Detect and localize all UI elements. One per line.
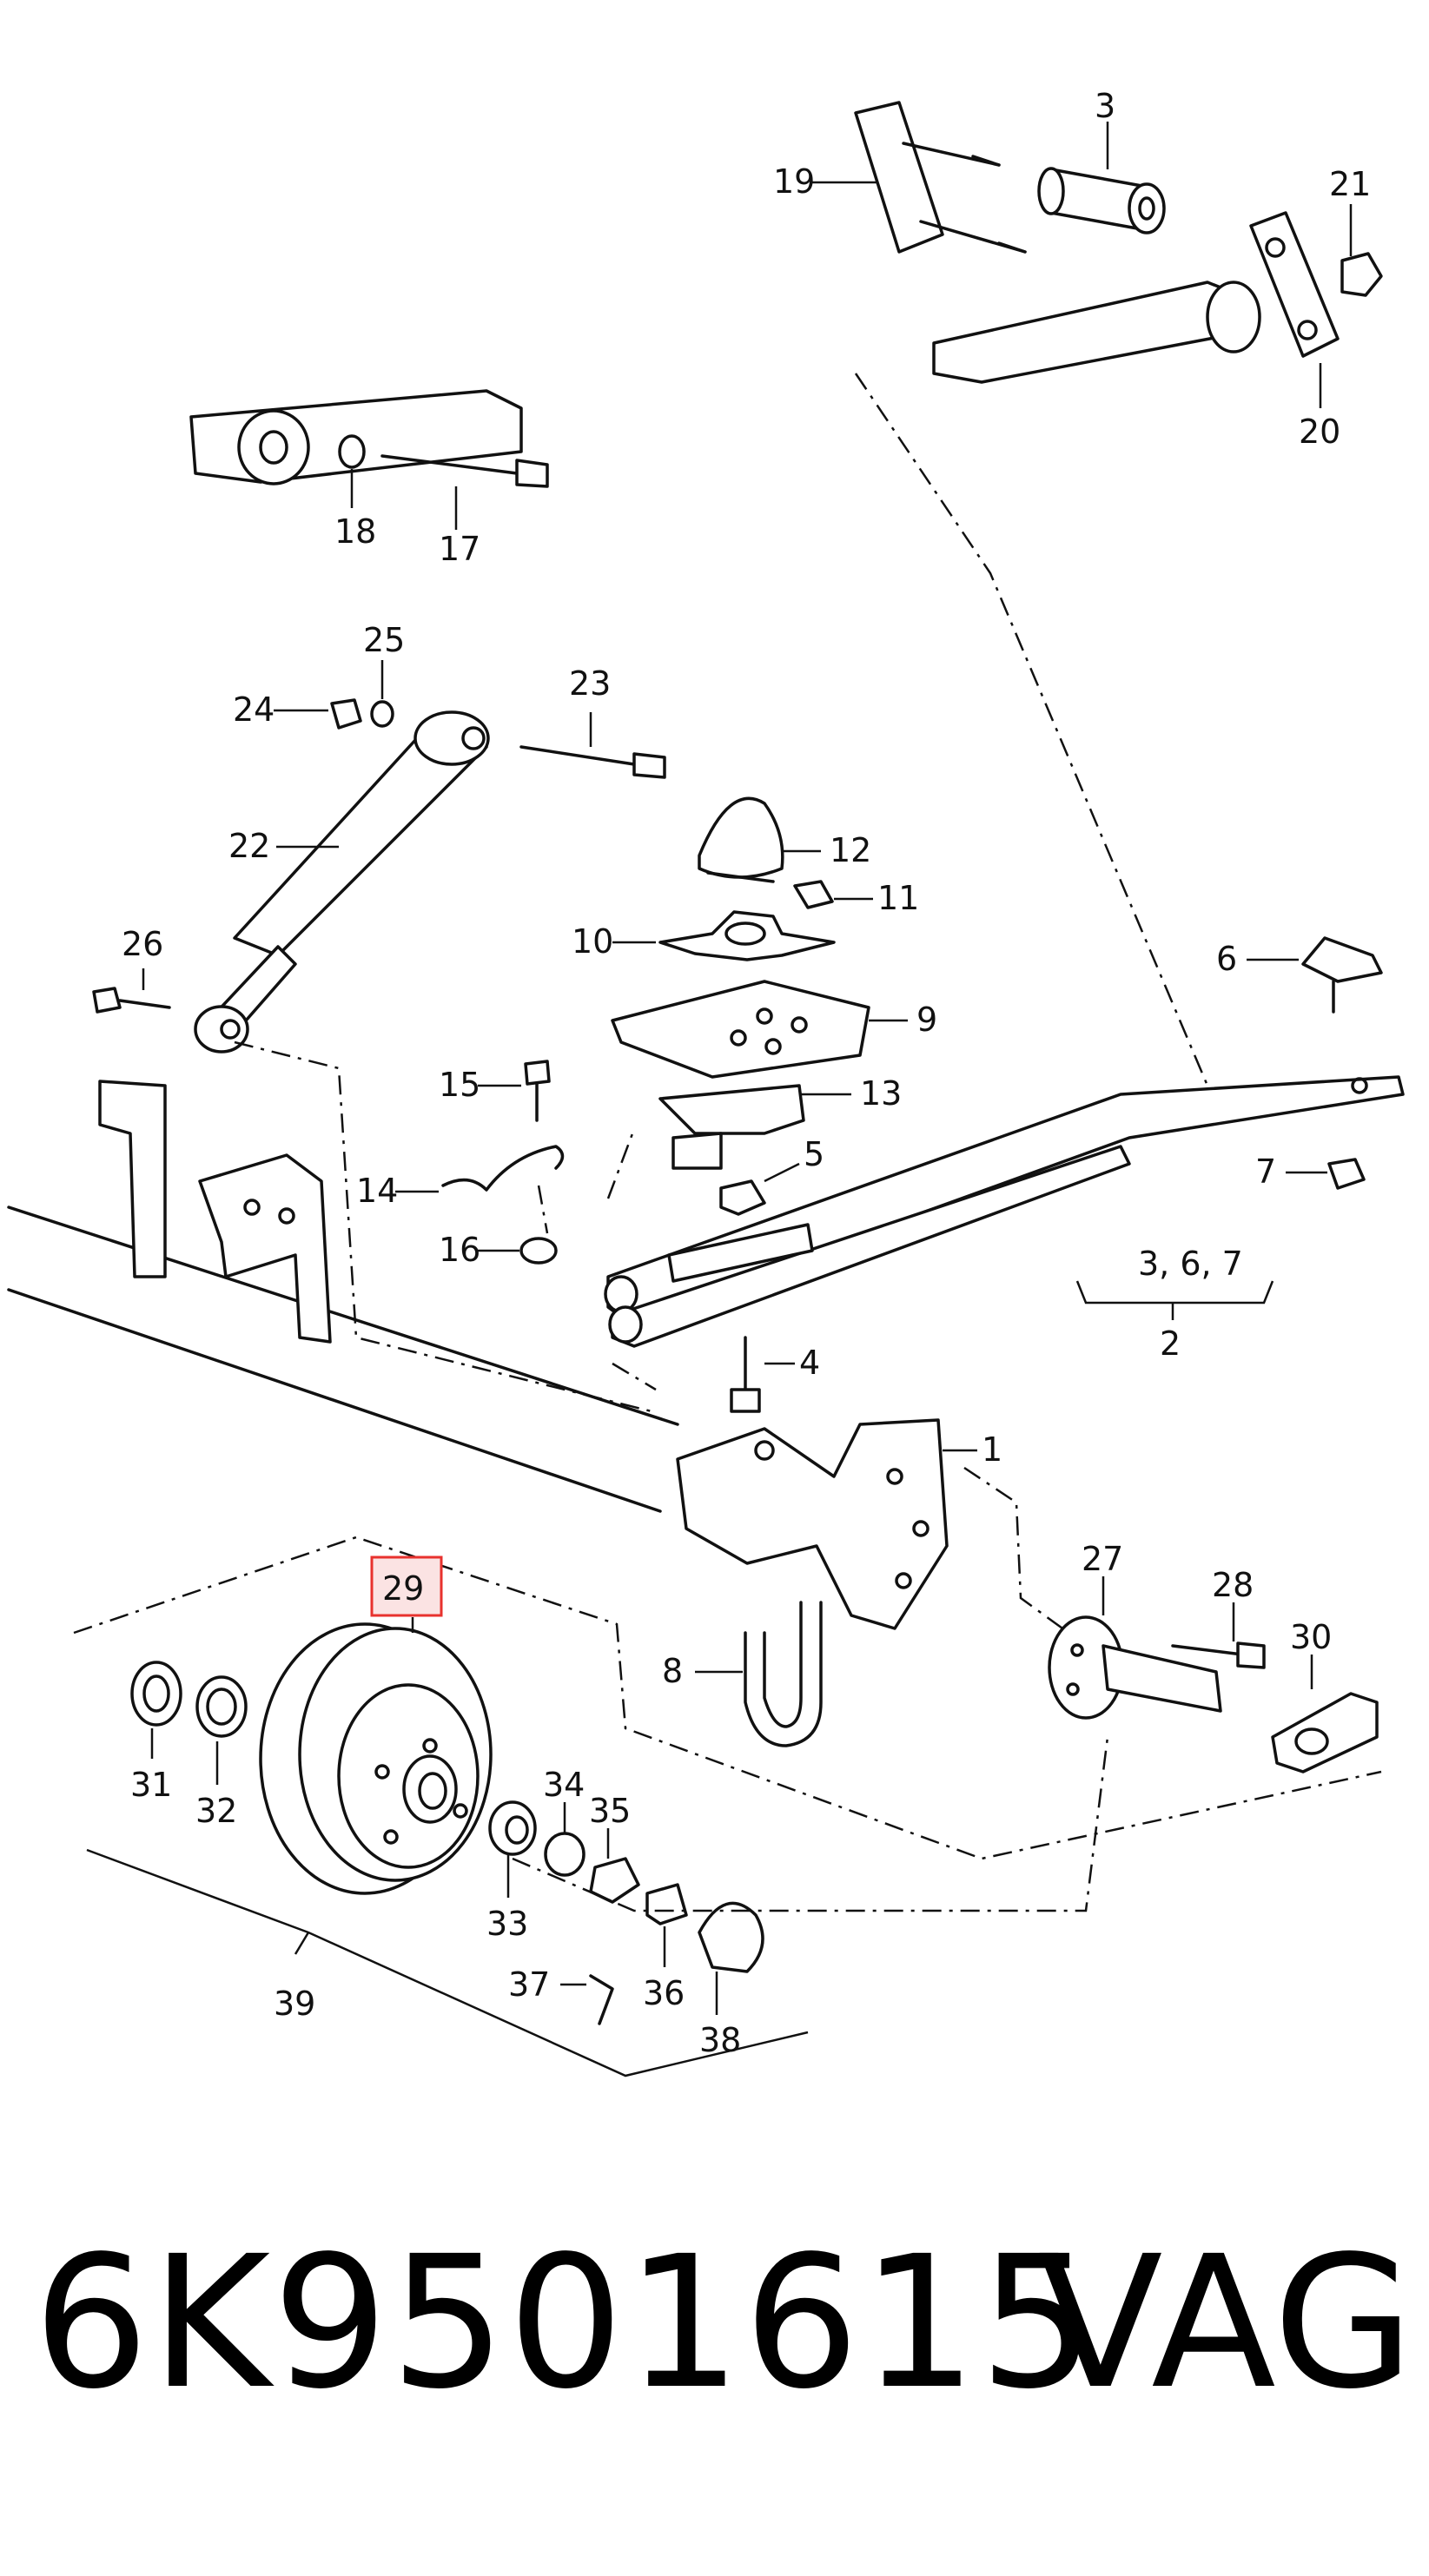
- nut-11: [793, 880, 834, 909]
- callout-8: 8: [662, 1652, 683, 1690]
- u-bolt-8: [744, 1601, 823, 1747]
- nut-24: [330, 698, 362, 730]
- part-number: 6K9501615: [33, 2216, 1097, 2429]
- washer-25: [370, 700, 394, 728]
- callout-34: 34: [543, 1766, 585, 1804]
- callout-25: 25: [363, 621, 405, 659]
- washer-18: [338, 434, 366, 469]
- callout-18: 18: [334, 512, 376, 551]
- callout-23: 23: [569, 664, 611, 703]
- callout-35: 35: [589, 1792, 631, 1830]
- shock-absorber-22: [194, 710, 490, 1054]
- leaf-spring-2: [604, 1075, 1405, 1348]
- callout-6: 6: [1216, 940, 1237, 978]
- washer-34: [544, 1832, 585, 1877]
- callout-11: 11: [877, 879, 919, 917]
- nut-5: [719, 1179, 766, 1216]
- nut-16: [519, 1237, 558, 1265]
- dust-cap-38: [698, 1901, 764, 1973]
- bearing-33: [488, 1800, 537, 1856]
- callout-19: 19: [773, 162, 815, 201]
- callout-1: 1: [982, 1430, 1002, 1469]
- shackle-plate-19: [854, 101, 1027, 254]
- shackle-plate-20: [1249, 211, 1340, 358]
- callout-24: 24: [233, 690, 275, 729]
- callout-22: 22: [228, 827, 270, 865]
- seal-31: [130, 1661, 182, 1727]
- callout-20: 20: [1299, 413, 1340, 451]
- callout-33: 33: [486, 1905, 528, 1943]
- leader-lines: [142, 122, 1353, 2015]
- callout-26: 26: [122, 925, 163, 963]
- nut-21: [1340, 252, 1383, 297]
- callout-32: 32: [195, 1792, 237, 1830]
- callout-12: 12: [830, 831, 871, 869]
- stop-plate-10: [658, 910, 836, 961]
- bump-stop-12: [698, 796, 784, 883]
- callout-21: 21: [1329, 165, 1371, 203]
- spring-leaf-front: [932, 281, 1261, 384]
- nut-7: [1327, 1158, 1366, 1190]
- bolt-23: [519, 745, 666, 779]
- callout-17: 17: [439, 530, 480, 568]
- frame-rail: [7, 1080, 679, 1513]
- callout-27: 27: [1082, 1540, 1123, 1578]
- clamp-plate-9: [611, 980, 870, 1079]
- bearing-32: [195, 1675, 248, 1738]
- highlight-box: [370, 1556, 443, 1617]
- callout-31: 31: [130, 1766, 172, 1804]
- callout-14: 14: [356, 1172, 398, 1210]
- callout-labels: 3 19 21 20 18 17 25 24 23 22 12 11 26 10…: [122, 87, 1371, 2059]
- callout-39: 39: [274, 1985, 315, 2023]
- rubber-bushing-3: [1037, 167, 1166, 234]
- callout-38: 38: [699, 2021, 741, 2059]
- brake-drum-29: [259, 1622, 493, 1895]
- clip-6: [1301, 936, 1383, 1014]
- callout-16: 16: [439, 1231, 480, 1269]
- callout-3-6-7: 3, 6, 7: [1138, 1245, 1243, 1283]
- callout-37: 37: [508, 1965, 550, 2004]
- callout-29: 29: [382, 1569, 424, 1608]
- bolt-26: [92, 987, 171, 1014]
- stub-axle-27: [1048, 1615, 1222, 1720]
- bolt-17: [380, 454, 549, 488]
- exploded-parts-diagram: .p { fill: none; stroke: #111; stroke-wi…: [7, 87, 1405, 2077]
- callout-13: 13: [860, 1074, 902, 1113]
- bolt-4: [730, 1336, 761, 1413]
- callout-4: 4: [799, 1344, 820, 1382]
- callout-28: 28: [1212, 1566, 1254, 1604]
- callout-30: 30: [1290, 1618, 1332, 1656]
- bolt-15: [524, 1060, 551, 1122]
- callout-5: 5: [804, 1135, 824, 1173]
- callout-36: 36: [643, 1974, 685, 2012]
- callout-2: 2: [1160, 1324, 1181, 1363]
- bracket-30: [1271, 1692, 1379, 1773]
- nut-35: [589, 1857, 640, 1904]
- bracket-13: [658, 1084, 805, 1170]
- callout-7: 7: [1255, 1153, 1276, 1191]
- cotter-pin-37: [589, 1974, 614, 2025]
- brand-name: VAG: [1038, 2216, 1414, 2429]
- clip-14: [441, 1145, 565, 1192]
- callout-10: 10: [572, 922, 613, 961]
- callout-9: 9: [916, 1001, 937, 1039]
- callout-3: 3: [1095, 87, 1115, 125]
- bolt-28: [1171, 1641, 1266, 1669]
- spring-hanger-1: [676, 1418, 949, 1630]
- crown-lock-36: [645, 1883, 688, 1925]
- callout-15: 15: [439, 1066, 480, 1104]
